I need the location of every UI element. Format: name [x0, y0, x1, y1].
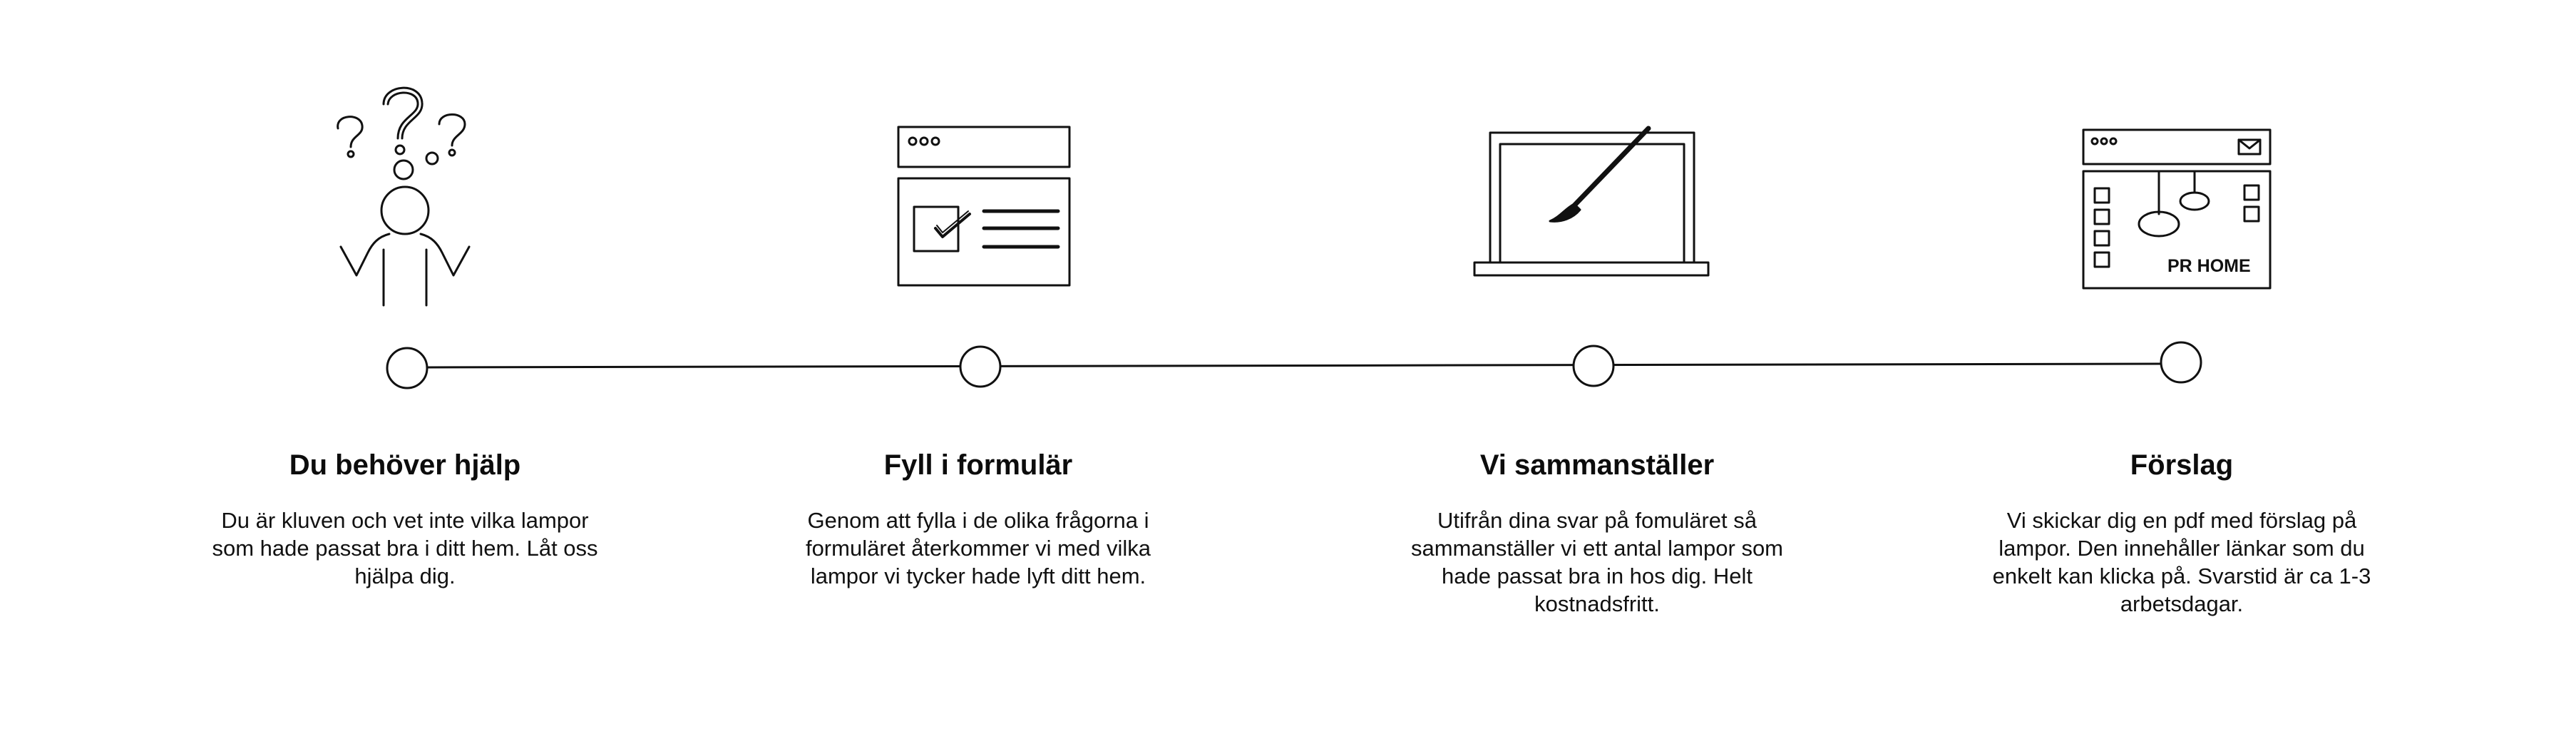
- step-4: Förslag Vi skickar dig en pdf med försla…: [1954, 448, 2410, 618]
- step-description: Utifrån dina svar på fomuläret så samman…: [1410, 508, 1784, 616]
- timeline-marker-4: [2160, 341, 2202, 384]
- form-checklist-icon: [897, 126, 1075, 291]
- timeline-marker-1: [386, 347, 429, 389]
- step-title: Du behöver hjälp: [289, 449, 521, 481]
- brand-logo: PR HOME: [2167, 256, 2251, 276]
- step-2: Fyll i formulär Genom att fylla i de oli…: [750, 448, 1206, 590]
- step-title: Fyll i formulär: [883, 449, 1073, 481]
- step-description: Genom att fylla i de olika frågorna i fo…: [805, 508, 1151, 588]
- step-description: Vi skickar dig en pdf med förslag på lam…: [1992, 508, 2371, 616]
- timeline-line: [427, 362, 2161, 369]
- step-title: Vi sammanställer: [1479, 449, 1715, 481]
- canvas-brush-icon: [1472, 124, 1714, 285]
- proposal-window-icon: [2080, 128, 2276, 291]
- step-1: Du behöver hjälp Du är kluven och vet in…: [177, 448, 633, 590]
- timeline-marker-3: [1572, 345, 1615, 387]
- envelope-icon: [2237, 138, 2262, 156]
- step-description: Du är kluven och vet inte vilka lampor s…: [212, 508, 598, 588]
- confused-person-icon: [307, 78, 506, 307]
- step-title: Förslag: [2130, 449, 2234, 481]
- step-3: Vi sammanställer Utifrån dina svar på fo…: [1369, 448, 1825, 618]
- timeline-marker-2: [959, 345, 1002, 388]
